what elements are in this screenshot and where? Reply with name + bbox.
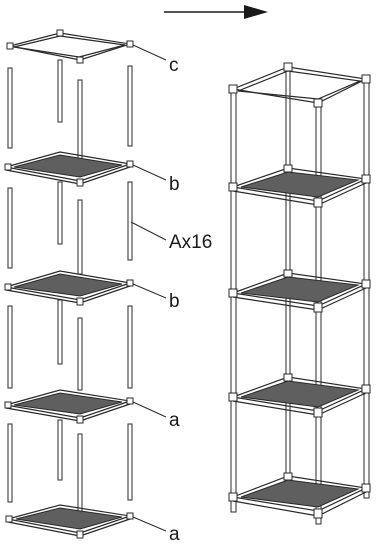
assembled-top-frame: [228, 62, 371, 108]
rod-group-2: [7, 181, 133, 275]
exploded-view: c b Ax16 b a a: [4, 29, 212, 545]
label-rods: Ax16: [169, 232, 212, 253]
label-base: a: [169, 524, 180, 545]
label-shelf-lower: a: [169, 410, 180, 431]
shelf-part-middle: [4, 270, 134, 306]
rod-group-1: [7, 59, 133, 169]
assembled-view: [228, 62, 371, 525]
base-part: [5, 504, 134, 539]
shelf-part-lower: [4, 389, 134, 424]
post-front-right: [315, 101, 322, 525]
assembled-shelf-3: [228, 373, 371, 418]
assembled-shelf-2: [228, 269, 371, 313]
assembled-base: [228, 472, 371, 519]
rod-group-3: [7, 299, 133, 391]
top-frame-part: [6, 29, 134, 64]
leader-lines: [130, 44, 167, 532]
rod-group-4: [7, 419, 133, 523]
label-top-frame: c: [169, 55, 179, 76]
label-shelf-middle: b: [169, 291, 180, 312]
right-arrow-icon: [164, 5, 268, 19]
post-front-left: [230, 87, 237, 513]
shelf-part-upper: [4, 151, 134, 187]
assembled-shelf-1: [228, 164, 371, 208]
label-shelf-upper: b: [169, 174, 180, 195]
